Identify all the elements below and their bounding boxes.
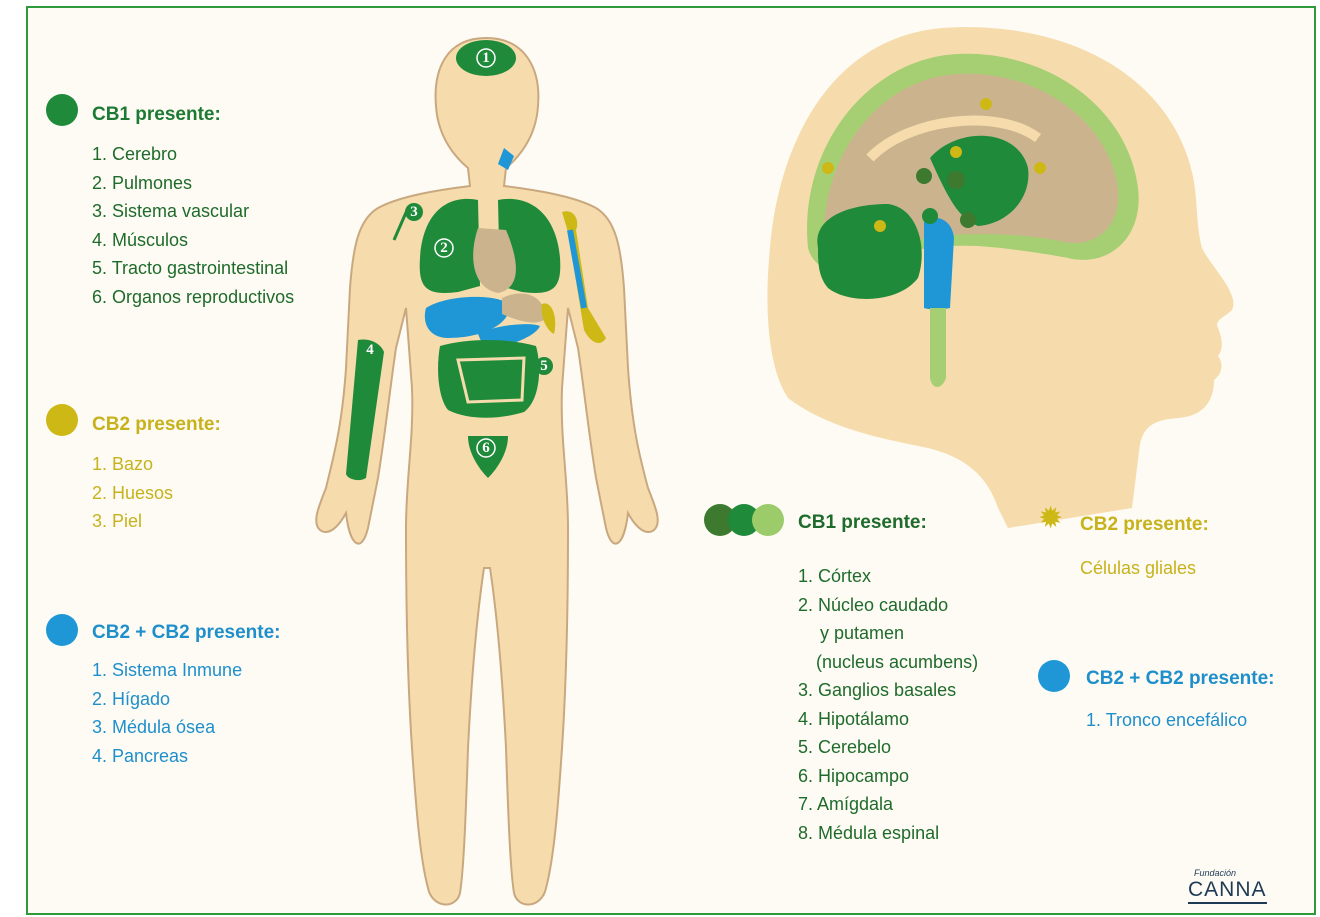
head-side-view <box>767 27 1233 528</box>
list-item: 8. Médula espinal <box>798 819 978 848</box>
list-item: (nucleus acumbens) <box>798 648 978 677</box>
logo-canna: CANNA <box>1188 878 1267 904</box>
brain-blue-dot <box>1038 660 1070 692</box>
marker-2: 2 <box>440 240 448 256</box>
list-item: y putamen <box>798 619 978 648</box>
brain-cb1cb2-item: 1. Tronco encefálico <box>1086 706 1247 735</box>
list-item: 1. Córtex <box>798 562 978 591</box>
brain-cb1-title: CB1 presente: <box>798 512 927 534</box>
list-item: 4. Hipotálamo <box>798 705 978 734</box>
brain-cb1-dots <box>704 504 794 540</box>
marker-1: 1 <box>482 50 490 66</box>
marker-6: 6 <box>482 440 490 456</box>
marker-4: 4 <box>366 342 374 358</box>
marker-5: 5 <box>540 358 548 374</box>
list-item: 6. Hipocampo <box>798 762 978 791</box>
list-item: 3. Ganglios basales <box>798 676 978 705</box>
list-item: 5. Cerebelo <box>798 733 978 762</box>
brain-cb1cb2-title: CB2 + CB2 presente: <box>1086 668 1274 690</box>
anatomy-illustration: 1 2 3 4 5 6 <box>28 8 1316 915</box>
human-body <box>316 38 658 904</box>
brain-cb2-item: Células gliales <box>1080 554 1196 583</box>
diagram-frame: CB1 presente: 1. Cerebro 2. Pulmones 3. … <box>26 6 1316 915</box>
brain-cb1-list: 1. Córtex 2. Núcleo caudado y putamen (n… <box>798 562 978 847</box>
marker-3: 3 <box>410 204 418 220</box>
brain-cb2-title: CB2 presente: <box>1080 514 1209 536</box>
logo-fundacion: Fundación <box>1194 868 1236 878</box>
list-item: 7. Amígdala <box>798 790 978 819</box>
glial-star-icon: ✹ <box>1038 504 1063 534</box>
list-item: 2. Núcleo caudado <box>798 591 978 620</box>
light-green-dot <box>752 504 784 536</box>
